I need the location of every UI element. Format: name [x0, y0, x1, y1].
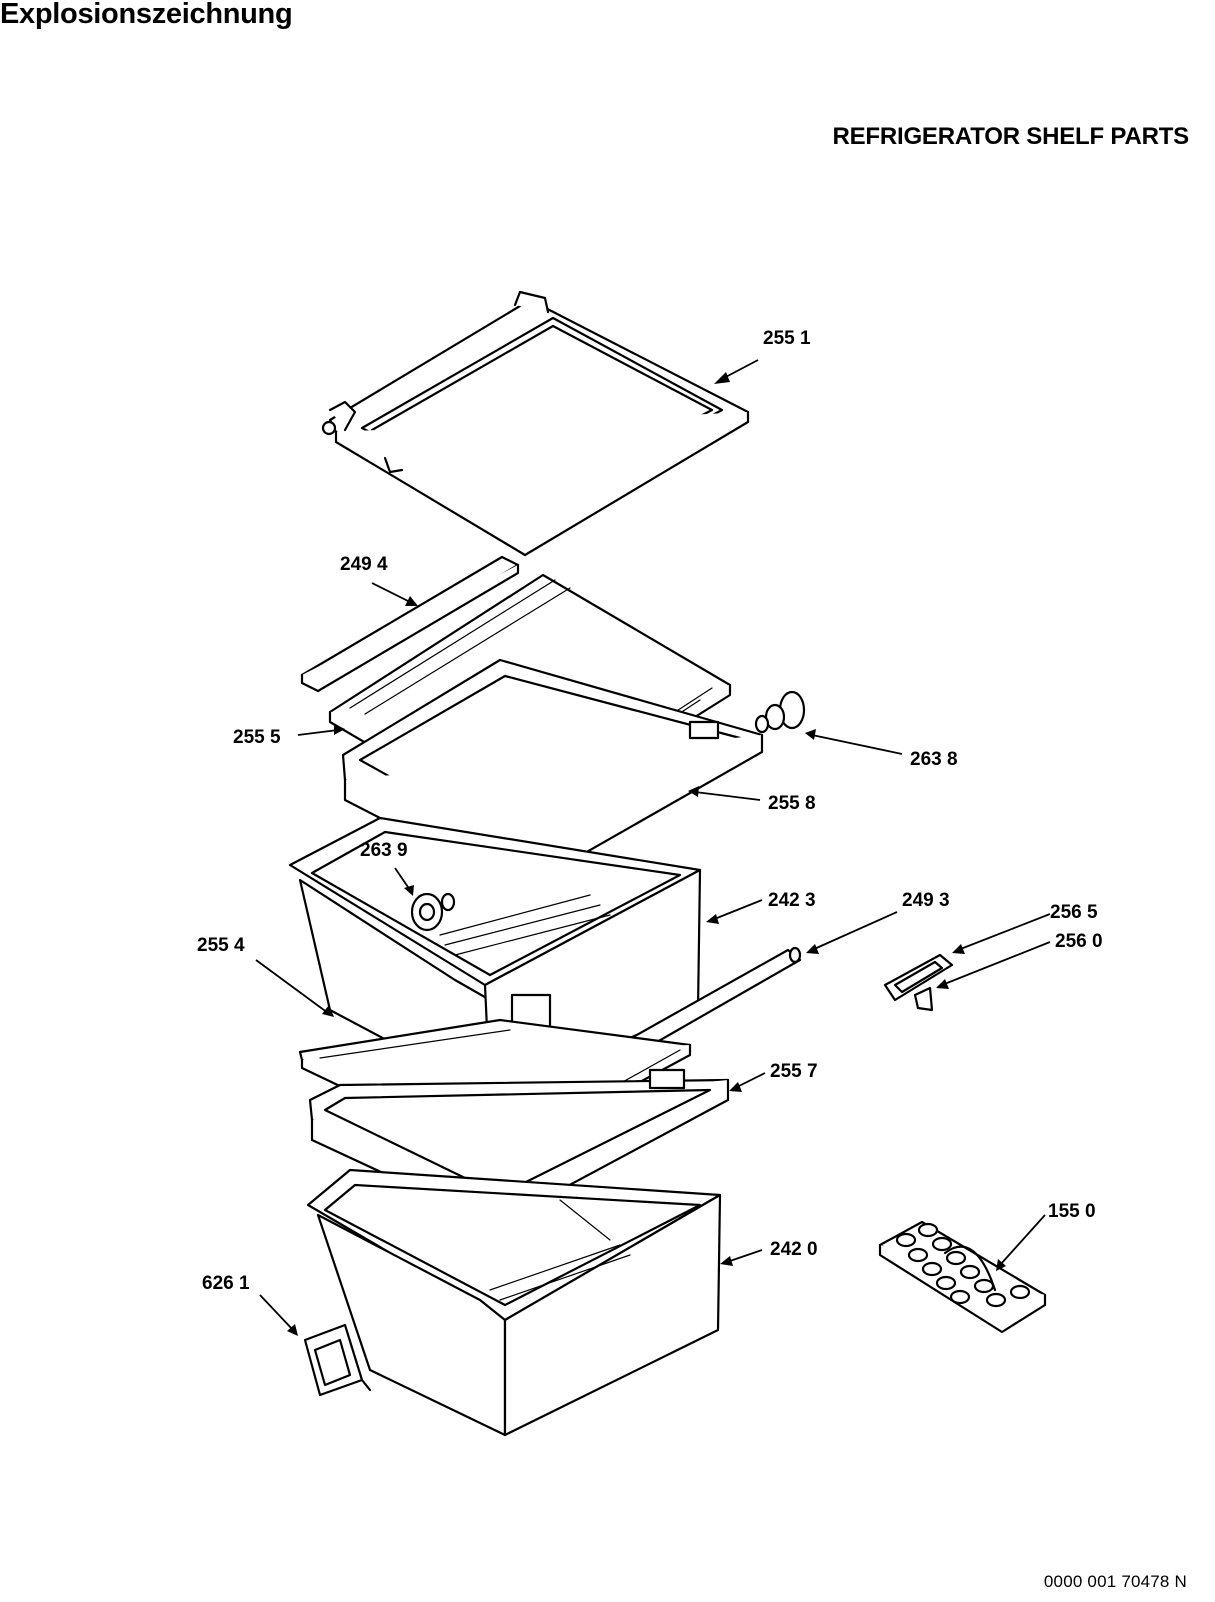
shelf-frame-top [321, 290, 750, 557]
callout-2558: 255 8 [768, 793, 816, 814]
callout-2420: 242 0 [770, 1239, 818, 1260]
callout-2565: 256 5 [1050, 902, 1098, 923]
clip-bracket [883, 953, 954, 1012]
trim-strip [300, 555, 520, 693]
callout-2639: 263 9 [360, 840, 408, 861]
crisper-drawer-lower [306, 1168, 722, 1437]
callout-2494: 249 4 [340, 554, 388, 575]
callout-2423: 242 3 [768, 890, 816, 911]
document-number: 0000 001 70478 N [1043, 1572, 1187, 1591]
diagram-title: REFRIGERATOR SHELF PARTS [832, 123, 1189, 150]
label-holder [303, 1323, 372, 1397]
callout-2554: 255 4 [197, 935, 245, 956]
callout-2560: 256 0 [1055, 931, 1103, 952]
callout-2638: 263 8 [910, 749, 958, 770]
callout-2493: 249 3 [902, 890, 950, 911]
callout-1550: 155 0 [1048, 1201, 1096, 1222]
callout-2551: 255 1 [763, 328, 811, 349]
drawer-roller [410, 892, 456, 932]
callout-labels: 255 1 249 4 255 5 263 8 255 8 263 9 242 … [197, 328, 1103, 1294]
callout-2555: 255 5 [233, 727, 281, 748]
callout-2557: 255 7 [770, 1061, 818, 1082]
callout-6261: 626 1 [202, 1273, 250, 1294]
egg-tray [878, 1220, 1047, 1334]
leader-lines [255, 359, 1051, 1336]
page-heading: Explosionszeichnung [0, 0, 293, 30]
roller-knob [754, 690, 806, 734]
